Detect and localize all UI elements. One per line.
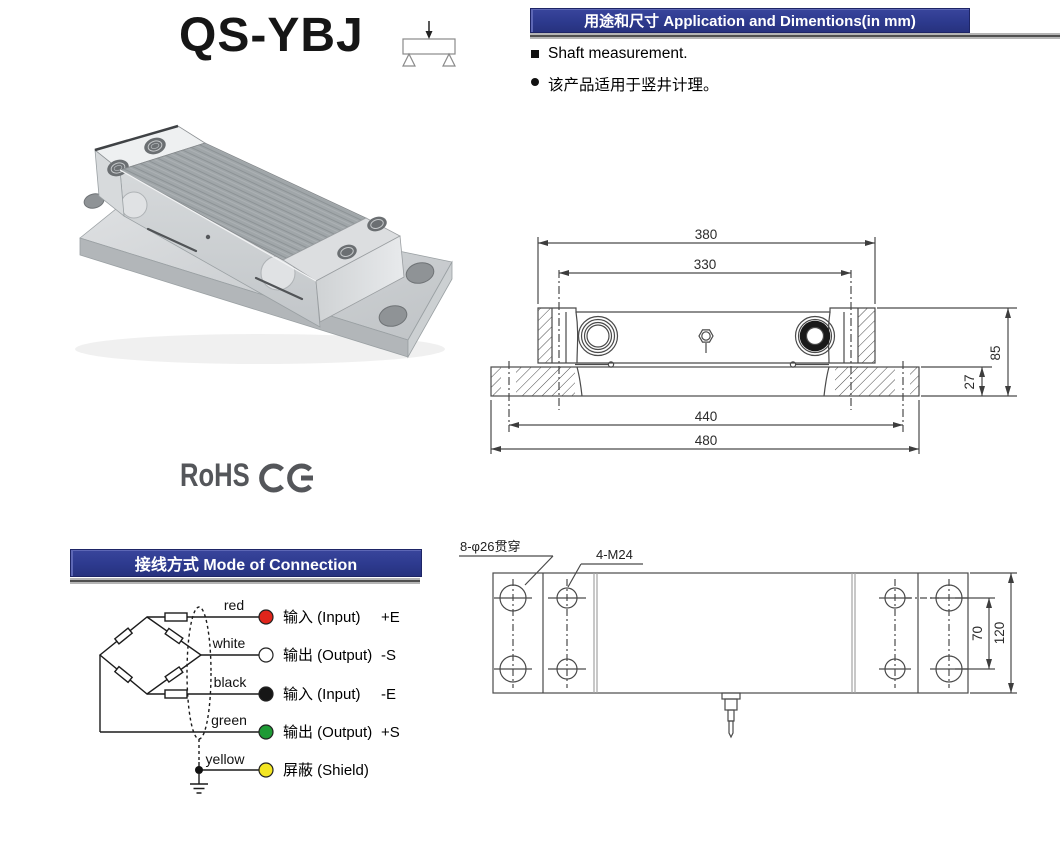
product-photo — [75, 124, 453, 364]
square-bullet-icon — [531, 50, 539, 58]
terminal-black — [258, 686, 274, 702]
ce-mark-icon — [259, 463, 313, 493]
dim-27: 27 — [962, 374, 977, 389]
terminal-white — [258, 647, 274, 663]
section-header-underline — [530, 33, 1060, 39]
dim-85: 85 — [988, 345, 1003, 360]
center-screw — [698, 329, 714, 353]
wire-label: 输入 (Input) — [283, 686, 361, 703]
rohs-mark: RoHS — [180, 457, 250, 493]
terminal-code: +E — [381, 609, 400, 626]
wire-label: 输出 (Output) — [283, 724, 372, 741]
wire-label: 输入 (Input) — [283, 609, 361, 626]
ground-icon — [190, 774, 208, 794]
dim-380: 380 — [695, 227, 718, 242]
bullet-application: 该产品适用于竖井计理。 — [530, 73, 719, 95]
top-view-drawing: 8-φ26贯穿 4-M24 70 120 — [459, 539, 1017, 739]
terminal-code: -S — [381, 647, 396, 664]
bullet-text: Shaft measurement. — [548, 45, 688, 62]
terminal-code: +S — [381, 724, 400, 741]
label-tapped-holes: 4-M24 — [596, 547, 633, 562]
cable-connector — [721, 692, 741, 739]
terminal-yellow — [258, 762, 274, 778]
bullet-text: 该产品适用于竖井计理。 — [548, 77, 719, 94]
terminal-red — [258, 609, 274, 625]
wiring-diagram: red white black green yellow 输入 (Input) … — [98, 597, 400, 794]
threaded-hole — [337, 216, 387, 260]
bullet-shaft-measurement: Shaft measurement. — [530, 45, 688, 63]
dim-330: 330 — [694, 257, 717, 272]
label-through-holes: 8-φ26贯穿 — [460, 539, 520, 554]
wire-name: green — [211, 712, 247, 728]
dim-440: 440 — [695, 409, 718, 424]
cable-sheath — [186, 606, 212, 740]
section-header-connection: 接线方式 Mode of Connection — [70, 549, 422, 577]
beam-load-icon — [402, 21, 456, 67]
bridge-diamond — [98, 616, 203, 695]
section-header-application: 用途和尺寸 Application and Dimentions(in mm) — [530, 8, 970, 33]
flexure-ring-right — [794, 315, 836, 357]
dim-480: 480 — [695, 433, 718, 448]
flexure-ring-left — [577, 315, 619, 357]
terminal-code: -E — [381, 686, 396, 703]
wire-name: white — [212, 635, 246, 651]
section-header-underline — [70, 578, 420, 584]
dim-120: 120 — [992, 622, 1007, 645]
wire-label: 输出 (Output) — [283, 647, 372, 664]
round-bullet-icon — [531, 78, 539, 86]
side-view-drawing: 380 330 440 480 27 85 — [490, 227, 1017, 454]
wire-label: 屏蔽 (Shield) — [283, 762, 369, 779]
page-title: QS-YBJ — [179, 9, 364, 62]
threaded-hole — [107, 137, 166, 177]
wire-name: red — [224, 597, 244, 613]
terminal-green — [258, 724, 274, 740]
dim-70: 70 — [970, 626, 985, 641]
wire-name: yellow — [206, 751, 246, 767]
wire-name: black — [214, 674, 248, 690]
